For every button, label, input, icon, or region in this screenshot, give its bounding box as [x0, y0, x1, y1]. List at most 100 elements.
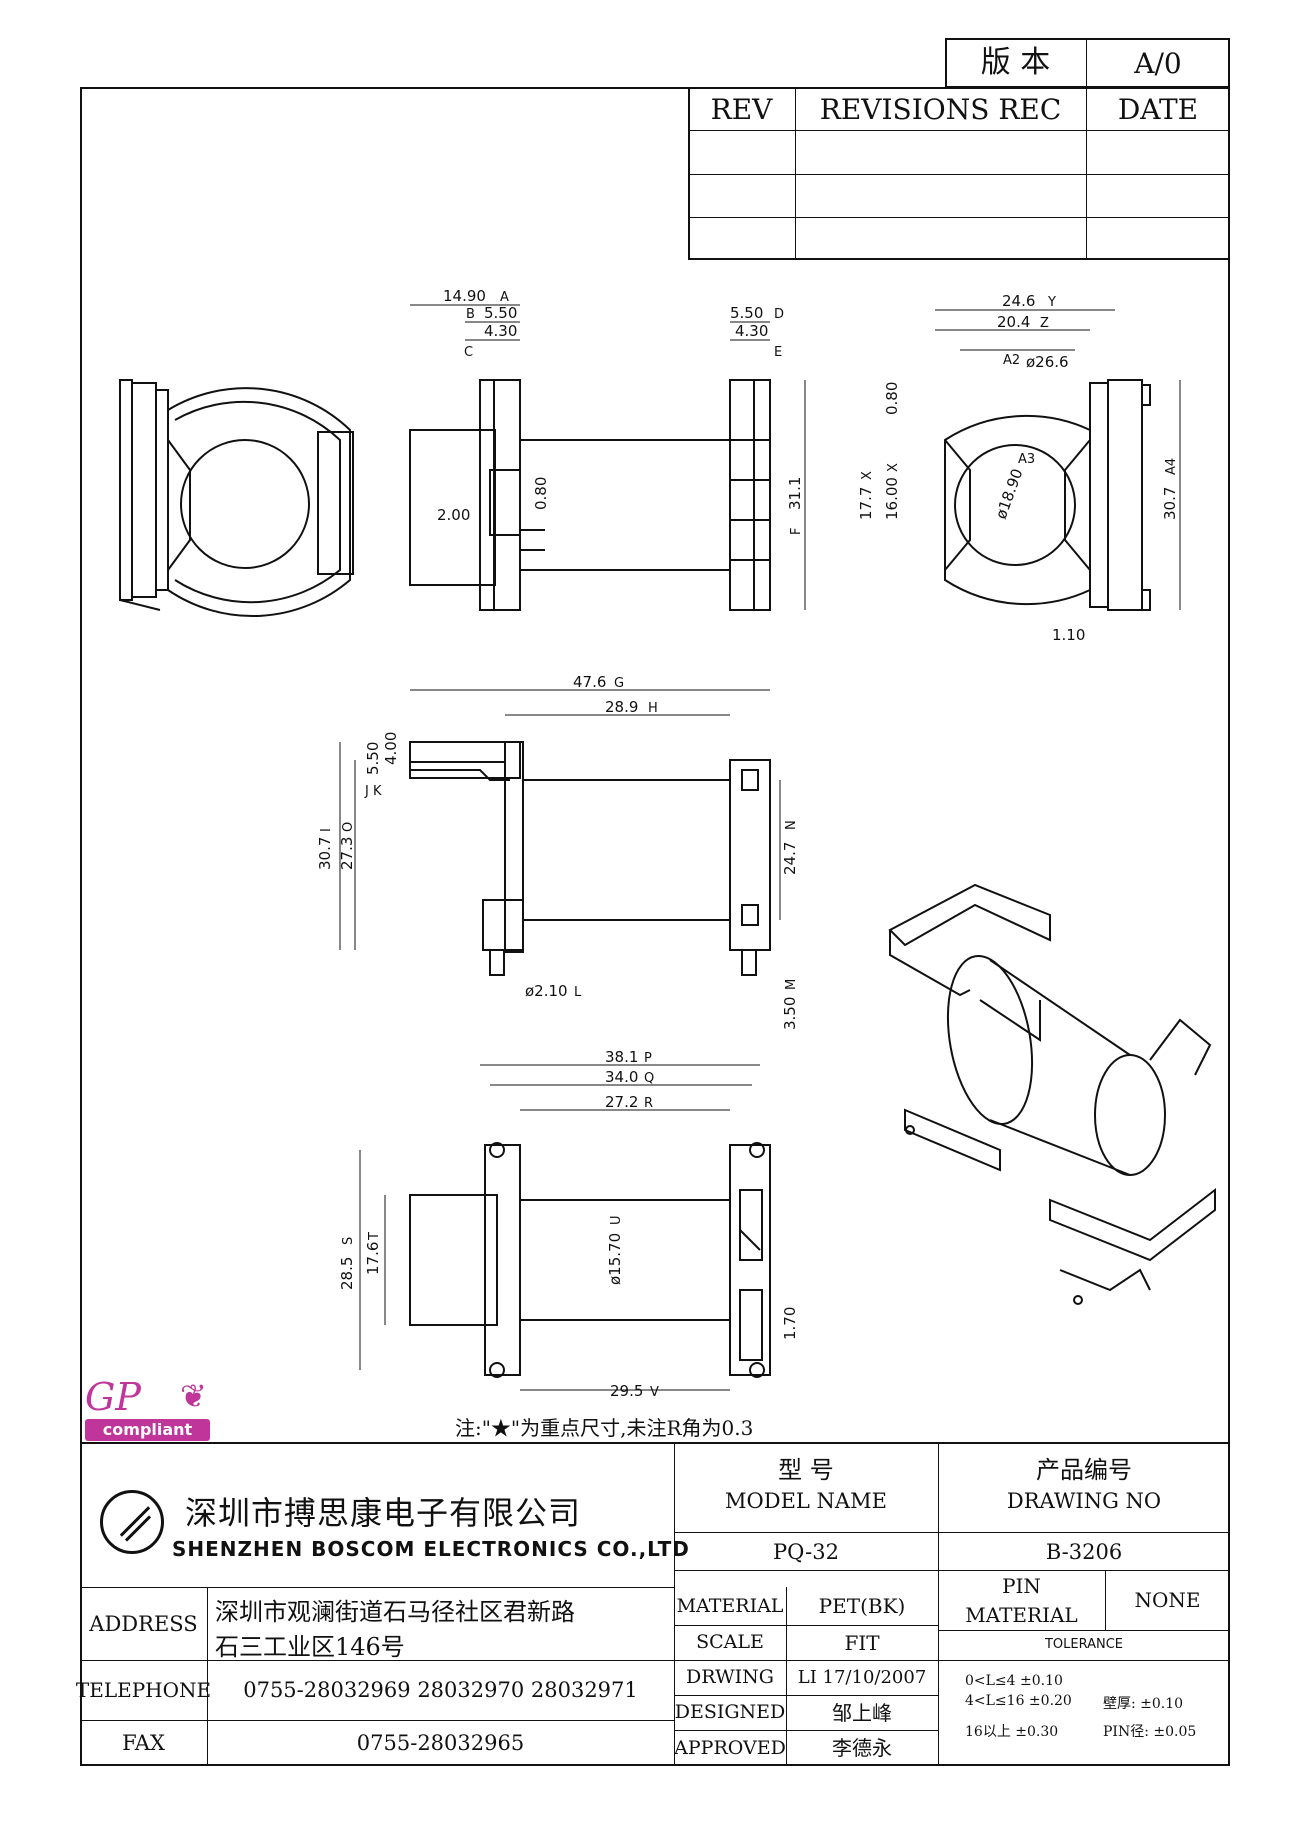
dim-a2: ø26.6: [1026, 353, 1069, 371]
divider: [674, 1730, 938, 1731]
telephone-label: TELEPHONE: [75, 1678, 212, 1702]
dim-a2-tag: A2: [1003, 353, 1020, 368]
end-view-right: [944, 379, 1151, 611]
dim-l-tag: L: [574, 985, 582, 1000]
dim-y-tag: Y: [1047, 295, 1056, 310]
dim-f: 31.1: [786, 477, 804, 510]
pin-label: PIN: [1002, 1573, 1041, 1598]
dim-f-tag: F: [789, 528, 804, 535]
dim-1-70: 1.70: [781, 1307, 799, 1340]
telephone-value: 0755-28032969 28032970 28032971: [243, 1678, 638, 1703]
dim-c-tag: C: [464, 345, 473, 360]
dim-e: 4.30: [735, 322, 768, 340]
material-label: MATERIAL: [676, 1594, 784, 1617]
divider: [674, 1660, 938, 1661]
dim-a-tag: A: [500, 290, 509, 305]
divider: [786, 1587, 787, 1766]
scale-label: SCALE: [696, 1631, 764, 1654]
tolerance-row3: 16以上 ±0.30: [965, 1724, 1059, 1740]
dim-a4-tag: A4: [1164, 458, 1179, 475]
dim-5-50: 5.50: [364, 742, 382, 775]
dim-d: 5.50: [730, 304, 763, 322]
company-name-en: SHENZHEN BOSCOM ELECTRONICS CO.,LTD: [172, 1537, 690, 1561]
model-value: PQ-32: [773, 1539, 839, 1564]
dim-g-tag: G: [614, 676, 624, 691]
dim-a3: ø18.90: [992, 466, 1027, 521]
tolerance-title: TOLERANCE: [1044, 1637, 1124, 1653]
technical-drawing: 14.90 A 5.50 B 4.30 C 5.50 D 4.30 E 31.1…: [119, 287, 1216, 1400]
dim-u-tag: U: [609, 1215, 624, 1225]
divider: [674, 1442, 675, 1766]
tolerance-pin: PIN径: ±0.05: [1103, 1724, 1197, 1740]
title-block: [80, 1442, 1230, 1766]
dim-jk: J K: [364, 784, 382, 799]
tolerance-row1: 0<L≤4 ±0.10: [965, 1673, 1063, 1689]
revisions-rec-header: REVISIONS REC: [819, 92, 1062, 126]
divider: [674, 1570, 1230, 1571]
dim-q-tag: Q: [644, 1071, 654, 1086]
designed-label: DESIGNED: [674, 1701, 786, 1724]
divider: [674, 1532, 1230, 1533]
drwing-label: DRWING: [686, 1666, 774, 1689]
divider: [688, 174, 1230, 175]
dim-1-10: 1.10: [1052, 626, 1085, 644]
dim-s: 28.5: [338, 1257, 356, 1290]
dim-o: 27.3: [338, 837, 356, 870]
address-line1: 深圳市观澜街道石马径社区君新路: [215, 1598, 575, 1626]
gp-text: GP: [85, 1375, 141, 1419]
bottom-view: [409, 1142, 771, 1378]
dim-p-tag: P: [644, 1051, 652, 1066]
dim-z: 20.4: [997, 313, 1030, 331]
dim-s-tag: S: [341, 1237, 356, 1245]
divider: [1086, 38, 1087, 88]
dim-y: 24.6: [1002, 292, 1035, 310]
dim-p: 38.1: [605, 1048, 638, 1066]
dim-g: 47.6: [573, 673, 606, 691]
dim-16-tag: X: [886, 463, 901, 472]
dim-r: 27.2: [605, 1093, 638, 1111]
dim-v-tag: V: [650, 1385, 659, 1400]
rev-header: REV: [710, 92, 773, 126]
pin-material-label: MATERIAL: [965, 1602, 1078, 1627]
tolerance-wall: 壁厚: ±0.10: [1103, 1696, 1184, 1712]
dim-b: 5.50: [484, 304, 517, 322]
dim-2: 2.00: [437, 506, 470, 524]
drawing-label-en: DRAWING NO: [1006, 1488, 1162, 1513]
isometric-view: [888, 883, 1216, 1305]
dim-b-tag: B: [466, 307, 475, 322]
dim-h-tag: H: [648, 701, 658, 716]
dim-m: 3.50: [781, 997, 799, 1030]
divider: [80, 1660, 674, 1661]
fax-value: 0755-28032965: [356, 1731, 525, 1756]
material-value: PET(BK): [818, 1594, 906, 1618]
dim-x-tag: X: [860, 471, 875, 480]
dim-d-tag: D: [774, 307, 784, 322]
dim-4-00: 4.00: [382, 732, 400, 765]
dim-0-80: 0.80: [883, 382, 901, 415]
dim-n-tag: N: [784, 820, 799, 830]
address-label: ADDRESS: [89, 1611, 198, 1636]
dim-m-tag: M: [784, 979, 799, 990]
dim-h: 28.9: [605, 698, 638, 716]
dim-t-tag: T: [367, 1232, 382, 1241]
dim-r-tag: R: [644, 1096, 653, 1111]
divider: [688, 217, 1230, 218]
divider: [1105, 1570, 1106, 1630]
dim-v: 29.5: [610, 1382, 643, 1400]
gp-compliant-logo: GP ❦ compliant: [85, 1375, 220, 1445]
dim-a: 14.90: [443, 287, 486, 305]
dim-x: 17.7: [857, 487, 875, 520]
end-view-left: [119, 379, 354, 618]
dim-c: 4.30: [484, 322, 517, 340]
drawing-value: B-3206: [1045, 1539, 1123, 1564]
divider: [80, 1720, 674, 1721]
dim-i-tag: I: [319, 828, 334, 832]
dim-z-tag: Z: [1040, 316, 1049, 331]
dim-n: 24.7: [781, 842, 799, 875]
top-view: [409, 741, 771, 976]
compliant-badge: compliant: [85, 1419, 210, 1441]
divider: [688, 130, 1230, 131]
company-name-cn: 深圳市搏思康电子有限公司: [185, 1494, 582, 1532]
drawing-label-cn: 产品编号: [1036, 1456, 1132, 1484]
designed-value: 邹上峰: [832, 1700, 892, 1725]
